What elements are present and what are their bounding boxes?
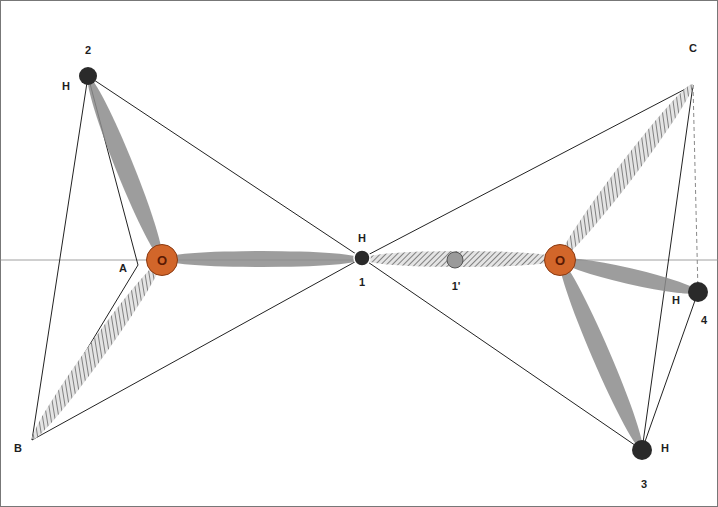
callout-number: 4 <box>699 314 709 327</box>
callout-number: 1' <box>450 280 463 293</box>
callout-number: 2 <box>83 44 93 57</box>
orbital-lobes <box>25 75 700 454</box>
atom-symbol: O <box>555 254 565 267</box>
atom-or-point-label: H <box>659 442 671 455</box>
callout-number: 3 <box>639 478 649 491</box>
atom-symbol: O <box>157 254 167 267</box>
atom-or-point-label: C <box>687 42 699 55</box>
callout-number: 1 <box>357 276 367 289</box>
oxygen-atom: O <box>146 244 178 276</box>
hydrogen-atoms <box>79 67 708 460</box>
atom-or-point-label: A <box>117 262 129 275</box>
atom-or-point-label: B <box>12 442 24 455</box>
atom-or-point-label: H <box>60 80 72 93</box>
oxygen-atom: O <box>544 244 576 276</box>
atom-or-point-label: H <box>356 232 368 245</box>
atom-or-point-label: H <box>670 294 682 307</box>
